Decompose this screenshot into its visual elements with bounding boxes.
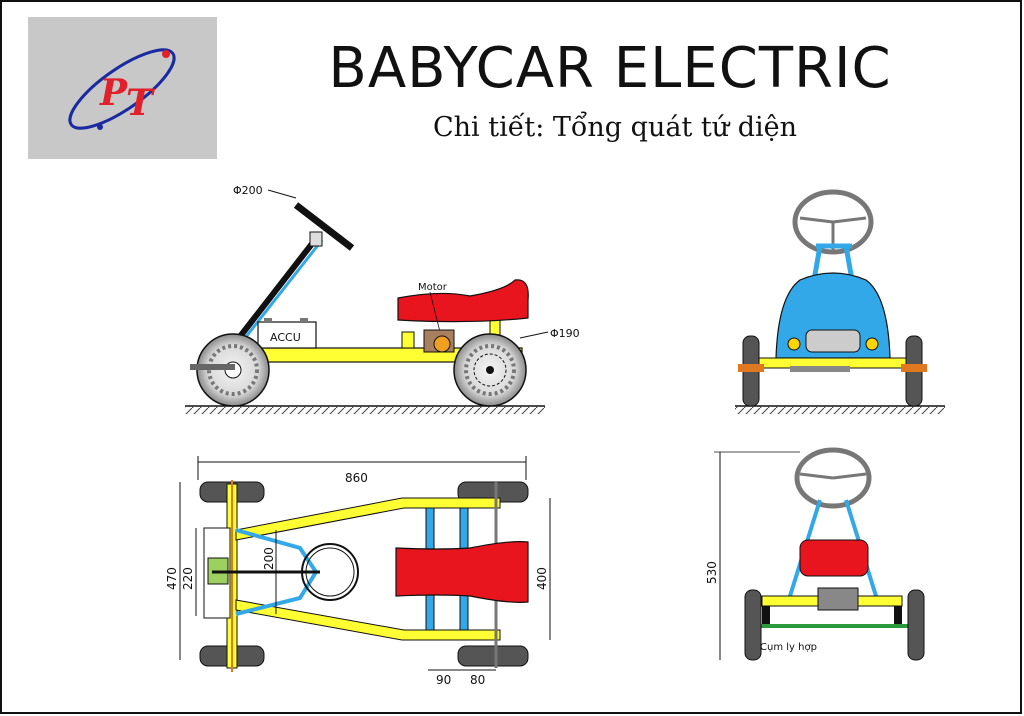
logo-emblem-icon: P T	[68, 48, 176, 130]
height-dimension: 530	[705, 561, 719, 584]
front-view	[735, 189, 945, 414]
steering-diameter-label: Φ200	[233, 184, 263, 197]
battery-label: ACCU	[270, 331, 301, 344]
spacing-a-dimension: 90	[436, 673, 451, 687]
page-subtitle: Chi tiết: Tổng quát tứ diện	[433, 112, 797, 143]
outer-width-dimension: 470	[165, 567, 179, 590]
rear-width-dimension: 400	[535, 567, 549, 590]
spacing-b-dimension: 80	[470, 673, 485, 687]
logo-p-letter: P	[99, 72, 128, 114]
top-view: 860 470 220 200 400	[165, 456, 551, 687]
page-title: BABYCAR ELECTRIC	[328, 36, 892, 101]
motor-label: Motor	[418, 282, 448, 293]
wheel-diameter-label: Φ190	[550, 327, 580, 340]
logo-t-letter: T	[126, 82, 155, 124]
clutch-label: Cụm ly hợp	[760, 642, 817, 653]
rear-view: 530 Cụm ly hợp	[705, 447, 925, 661]
length-dimension: 860	[345, 471, 368, 485]
steering-width-dimension: 200	[262, 547, 276, 570]
inner-width-dimension: 220	[181, 567, 195, 590]
company-logo: P T	[28, 17, 217, 159]
side-view: Φ200 ACCU Motor Φ190	[185, 184, 580, 414]
